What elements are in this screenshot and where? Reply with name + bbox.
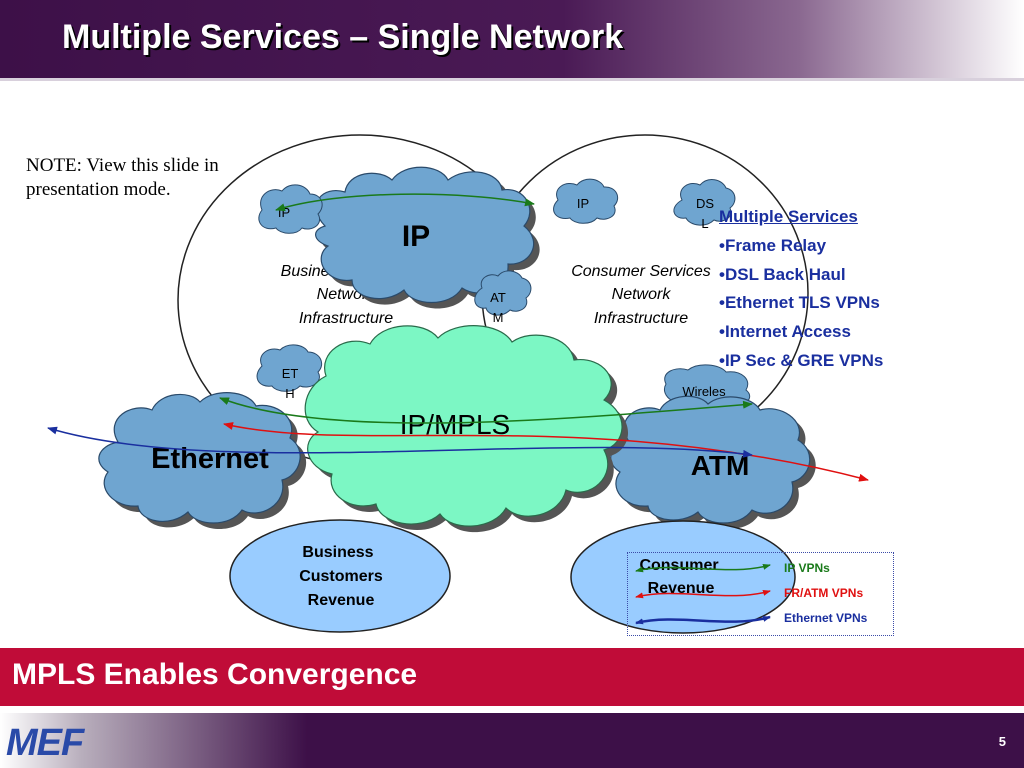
atm-small-label-bottom: M — [493, 310, 504, 325]
wireless-label: Wireles — [682, 384, 726, 399]
legend-fr-atm-swatch — [635, 590, 771, 599]
service-item: Internet Access — [719, 318, 949, 347]
consumer-infra-line1: Consumer Services — [571, 263, 711, 280]
ethernet-vpn-arrow — [47, 426, 753, 458]
dsl-label-bottom: L — [701, 216, 708, 231]
ip-vpn-top-arrow — [275, 193, 535, 212]
legend-fr-atm-vpns-label: FR/ATM VPNs — [784, 586, 864, 600]
legend-ip-vpns-label: IP VPNs — [784, 561, 830, 575]
atm-small-cloud — [474, 270, 532, 316]
legend-ethernet-vpns-label: Ethernet VPNs — [784, 611, 868, 625]
business-revenue-line3: Revenue — [308, 592, 375, 609]
legend-swatches — [635, 564, 771, 625]
eth-small-cloud — [256, 344, 323, 392]
legend-ip-vpn-swatch — [635, 564, 771, 573]
business-revenue-line2: Customers — [299, 568, 383, 585]
title-divider — [0, 78, 1024, 81]
service-item: Ethernet TLS VPNs — [719, 289, 949, 318]
business-infra-line3: Infrastructure — [299, 310, 393, 327]
services-list: Multiple Services Frame Relay DSL Back H… — [719, 203, 949, 376]
business-revenue-line1: Business — [302, 544, 373, 561]
atm-label: ATM — [691, 450, 750, 481]
footer-bar: MEF 5 — [0, 713, 1024, 768]
consumer-infra-line2: Network — [612, 286, 672, 303]
presentation-note: NOTE: View this slide in presentation mo… — [26, 155, 219, 200]
dsl-small-cloud — [673, 179, 736, 226]
dsl-label-top: DS — [696, 196, 714, 211]
service-item: Frame Relay — [719, 232, 949, 261]
ip-small-right-label: IP — [577, 196, 589, 211]
consumer-infra-line3: Infrastructure — [594, 310, 688, 327]
legend-ethernet-swatch — [635, 615, 771, 625]
title-bar: Multiple Services – Single Network — [0, 0, 1024, 78]
ip-small-right-cloud — [553, 178, 619, 224]
eth-small-label-top: ET — [282, 366, 299, 381]
ip-main-label: IP — [402, 220, 430, 253]
services-heading: Multiple Services — [719, 207, 858, 226]
banner-text: MPLS Enables Convergence — [12, 658, 418, 691]
eth-small-label-bottom: H — [285, 386, 294, 401]
slide-title: Multiple Services – Single Network — [62, 18, 624, 56]
page-number: 5 — [998, 734, 1006, 749]
atm-small-label-top: AT — [490, 290, 506, 305]
bottom-banner: MPLS Enables Convergence — [0, 648, 1024, 706]
legend: IP VPNs FR/ATM VPNs Ethernet VPNs — [627, 552, 894, 636]
footer-divider — [0, 708, 1024, 713]
service-item: IP Sec & GRE VPNs — [719, 347, 949, 376]
mef-logo: MEF — [6, 722, 84, 764]
service-item: DSL Back Haul — [719, 261, 949, 290]
business-revenue-ellipse — [229, 519, 451, 633]
